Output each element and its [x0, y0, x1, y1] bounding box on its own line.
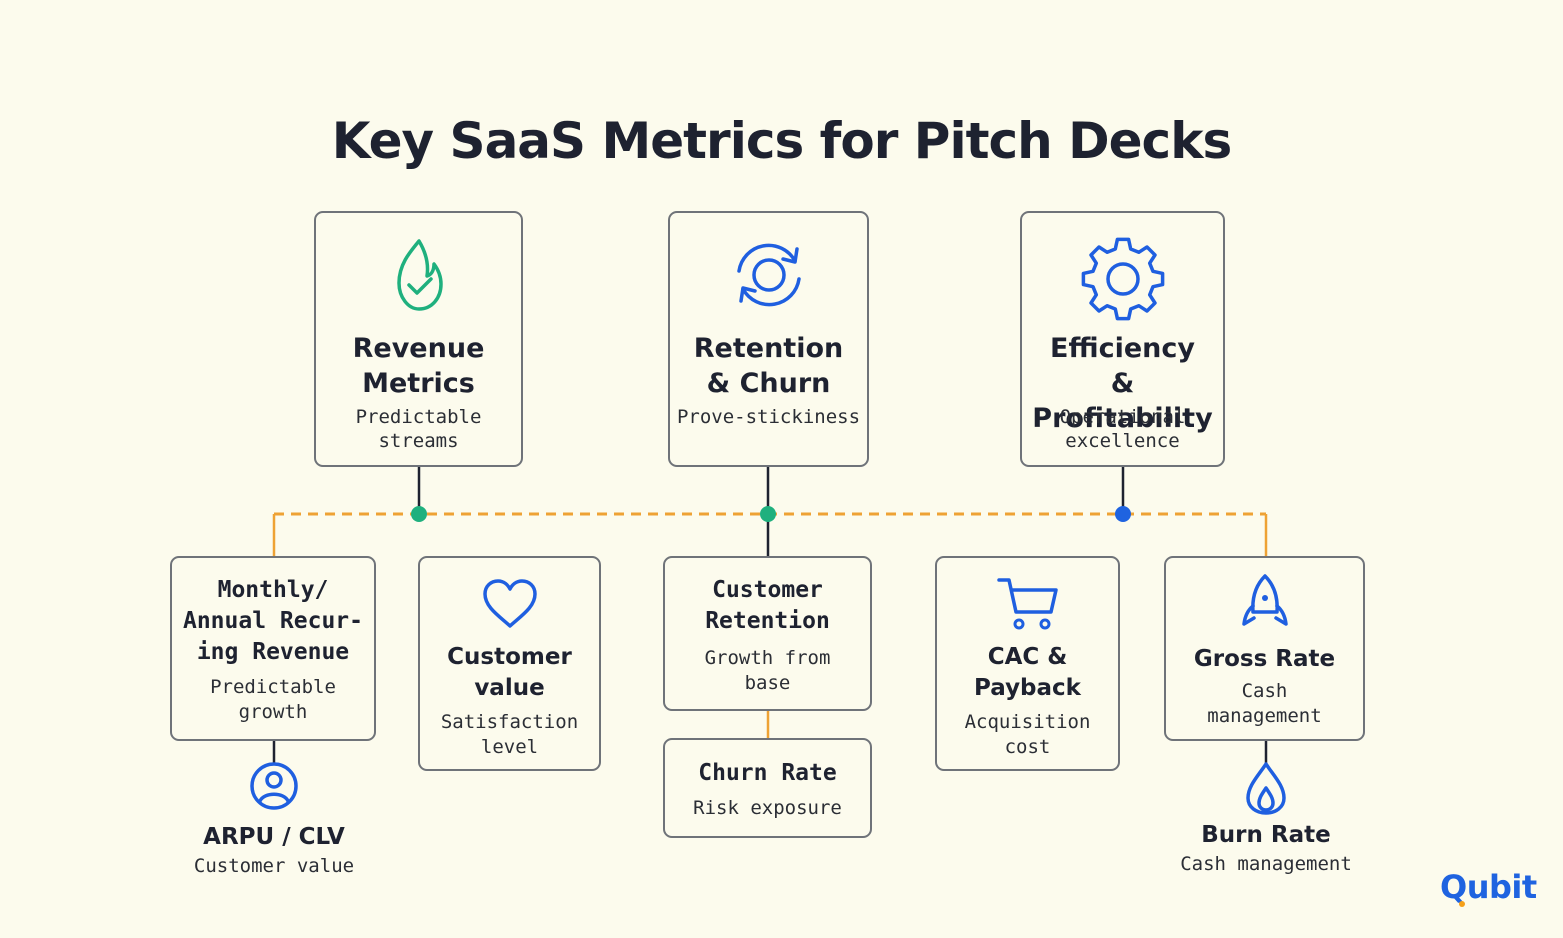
category-subtitle: Prove-stickiness [676, 406, 861, 428]
heart-icon [482, 579, 537, 628]
category-title: Revenue Metrics [352, 333, 485, 399]
flame-icon [1246, 762, 1286, 815]
submetric-title: Burn Rate [1201, 822, 1331, 848]
metric-subtitle: Cash management [1207, 680, 1322, 727]
user-circle-icon [250, 762, 298, 810]
metric-subtitle: Risk exposure [693, 797, 842, 819]
category-title: Efficiency & Profitability [1032, 333, 1213, 434]
category-title: Retention & Churn [693, 333, 844, 399]
metric-subtitle: Growth from base [704, 647, 831, 694]
gear-icon [1081, 237, 1164, 321]
page-title: Key SaaS Metrics for Pitch Decks [331, 112, 1232, 170]
rocket-icon [1241, 574, 1288, 626]
submetric-title: ARPU / CLV [203, 824, 345, 850]
metric-title: CAC & Payback [974, 644, 1081, 701]
category-subtitle: Predictable streams [355, 406, 482, 452]
metric-cac-payback: CAC & Payback Acquisition cost [935, 556, 1120, 771]
metric-recurring-revenue: Monthly/ Annual Recur- ing Revenue Predi… [170, 556, 376, 741]
metric-churn-rate: Churn Rate Risk exposure [663, 738, 872, 838]
submetric-arpu-clv: ARPU / CLV Customer value [174, 758, 374, 884]
node-efficiency [1115, 506, 1131, 522]
metric-title: Customer Retention [705, 577, 830, 634]
refresh-cycle-icon [736, 243, 801, 307]
logo-text: Qubit [1440, 868, 1537, 906]
category-retention-churn: Retention & Churn Prove-stickiness [668, 211, 869, 467]
logo-dot [1459, 901, 1465, 907]
category-subtitle: Operational excellence [1059, 406, 1186, 452]
qubit-logo: Qubit [1440, 868, 1540, 912]
flame-check-icon [396, 239, 443, 311]
metric-title: Monthly/ Annual Recur- ing Revenue [182, 577, 363, 665]
submetric-subtitle: Cash management [1180, 853, 1352, 875]
submetric-subtitle: Customer value [193, 855, 355, 877]
metric-subtitle: Satisfaction level [440, 711, 579, 758]
metric-title: Gross Rate [1193, 646, 1336, 672]
category-revenue-metrics: Revenue Metrics Predictable streams [314, 211, 523, 467]
metric-subtitle: Predictable growth [210, 676, 336, 723]
node-retention [760, 506, 776, 522]
submetric-burn-rate: Burn Rate Cash management [1156, 760, 1376, 884]
category-efficiency-profitability: Efficiency & Profitability Operational e… [1020, 211, 1225, 467]
metric-gross-rate: Gross Rate Cash management [1164, 556, 1365, 741]
node-revenue [411, 506, 427, 522]
cart-icon [996, 578, 1058, 630]
metric-customer-value: Customer value Satisfaction level [418, 556, 601, 771]
metric-customer-retention: Customer Retention Growth from base [663, 556, 872, 711]
metric-title: Churn Rate [698, 760, 837, 786]
metric-subtitle: Acquisition cost [964, 711, 1091, 758]
metric-title: Customer value [447, 644, 572, 701]
